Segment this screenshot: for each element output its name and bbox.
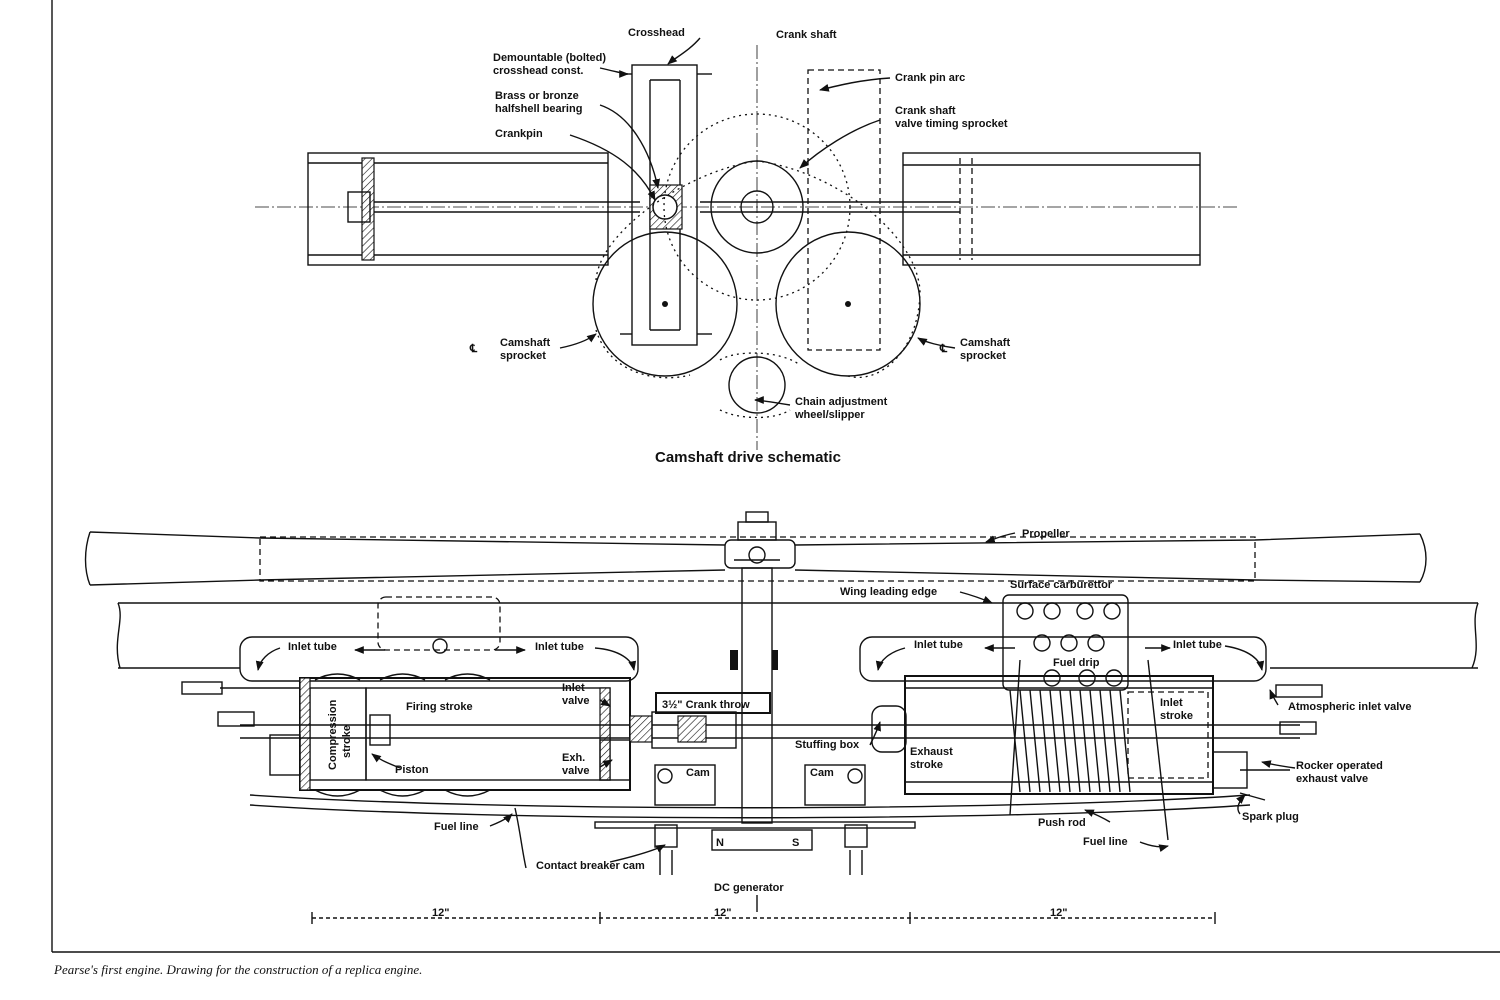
label-firing-stroke: Firing stroke — [406, 701, 473, 713]
label-timing-2: valve timing sprocket — [895, 118, 1008, 130]
label-wing-leading-edge: Wing leading edge — [840, 586, 937, 598]
label-compression-1: Compression — [327, 699, 339, 770]
label-fuel-drip: Fuel drip — [1053, 657, 1100, 669]
label-inlet-stroke-2: stroke — [1160, 710, 1193, 722]
label-camshaft-right-1: Camshaft — [960, 337, 1010, 349]
label-rocker-1: Rocker operated — [1296, 760, 1383, 772]
label-crank-shaft: Crank shaft — [776, 29, 837, 41]
left-cylinder — [307, 152, 640, 266]
wing — [116, 596, 1479, 669]
label-rocker-2: exhaust valve — [1296, 773, 1368, 785]
label-camshaft-left-1: Camshaft — [500, 337, 550, 349]
label-inlet-tube-2: Inlet tube — [535, 641, 584, 653]
label-pole-n: N — [716, 837, 724, 849]
propeller — [84, 511, 1427, 586]
label-dim-3: 12" — [1050, 907, 1067, 919]
label-crankpin: Crankpin — [495, 128, 543, 140]
label-crank-pin-arc: Crank pin arc — [895, 72, 965, 84]
engine-body — [181, 659, 1323, 875]
label-exhaust-stroke-2: stroke — [910, 759, 943, 771]
camshaft-drive-schematic: ℄ ℄ Crosshead Crank shaft Demountable (b… — [255, 27, 1240, 466]
label-dim-2: 12" — [714, 907, 731, 919]
label-camshaft-left-2: sprocket — [500, 350, 546, 362]
label-brass-1: Brass or bronze — [495, 90, 579, 102]
label-fuel-line-right: Fuel line — [1083, 836, 1128, 848]
schematic-title: Camshaft drive schematic — [655, 449, 841, 466]
crank-sprockets — [592, 113, 921, 419]
label-propeller: Propeller — [1022, 528, 1070, 540]
label-demountable-1: Demountable (bolted) — [493, 52, 606, 64]
label-inlet-tube-1: Inlet tube — [288, 641, 337, 653]
label-contact-breaker-cam: Contact breaker cam — [536, 860, 645, 872]
label-inlet-valve-2: valve — [562, 695, 590, 707]
label-crosshead: Crosshead — [628, 27, 685, 39]
label-timing-1: Crank shaft — [895, 105, 956, 117]
label-push-rod: Push rod — [1038, 817, 1086, 829]
label-inlet-valve-1: Inlet — [562, 682, 585, 694]
crosshead — [620, 64, 712, 346]
label-compression-2: stroke — [341, 725, 353, 758]
label-exh-valve-2: valve — [562, 765, 590, 777]
label-chain-2: wheel/slipper — [794, 409, 865, 421]
label-fuel-line-left: Fuel line — [434, 821, 479, 833]
figure-caption: Pearse's first engine. Drawing for the c… — [53, 962, 422, 977]
label-exhaust-stroke-1: Exhaust — [910, 746, 953, 758]
label-spark-plug: Spark plug — [1242, 811, 1299, 823]
engine-section: Propeller Wing leading edge Surface carb… — [84, 511, 1479, 924]
label-demountable-2: crosshead const. — [493, 65, 583, 77]
label-inlet-stroke-1: Inlet — [1160, 697, 1183, 709]
label-stuffing-box: Stuffing box — [795, 739, 860, 751]
dimension-line — [311, 895, 1216, 924]
label-cam-left: Cam — [686, 767, 710, 779]
label-chain-1: Chain adjustment — [795, 396, 888, 408]
label-pole-s: S — [792, 837, 799, 849]
right-cylinder — [700, 152, 1201, 266]
label-surface-carburettor: Surface carburettor — [1010, 579, 1113, 591]
label-exh-valve-1: Exh. — [562, 752, 585, 764]
label-camshaft-right-2: sprocket — [960, 350, 1006, 362]
page-frame — [51, 0, 1500, 953]
centerline-symbol-left: ℄ — [469, 343, 478, 355]
label-inlet-tube-4: Inlet tube — [1173, 639, 1222, 651]
surface-carburettor — [1002, 594, 1129, 691]
label-atmospheric-inlet-valve: Atmospheric inlet valve — [1288, 701, 1412, 713]
label-inlet-tube-3: Inlet tube — [914, 639, 963, 651]
label-piston: Piston — [395, 764, 429, 776]
label-cam-right: Cam — [810, 767, 834, 779]
label-brass-2: halfshell bearing — [495, 103, 582, 115]
label-dim-1: 12" — [432, 907, 449, 919]
label-dc-generator: DC generator — [714, 882, 784, 894]
centerline-symbol-right: ℄ — [939, 343, 948, 355]
label-crank-throw: 3½" Crank throw — [662, 699, 750, 711]
